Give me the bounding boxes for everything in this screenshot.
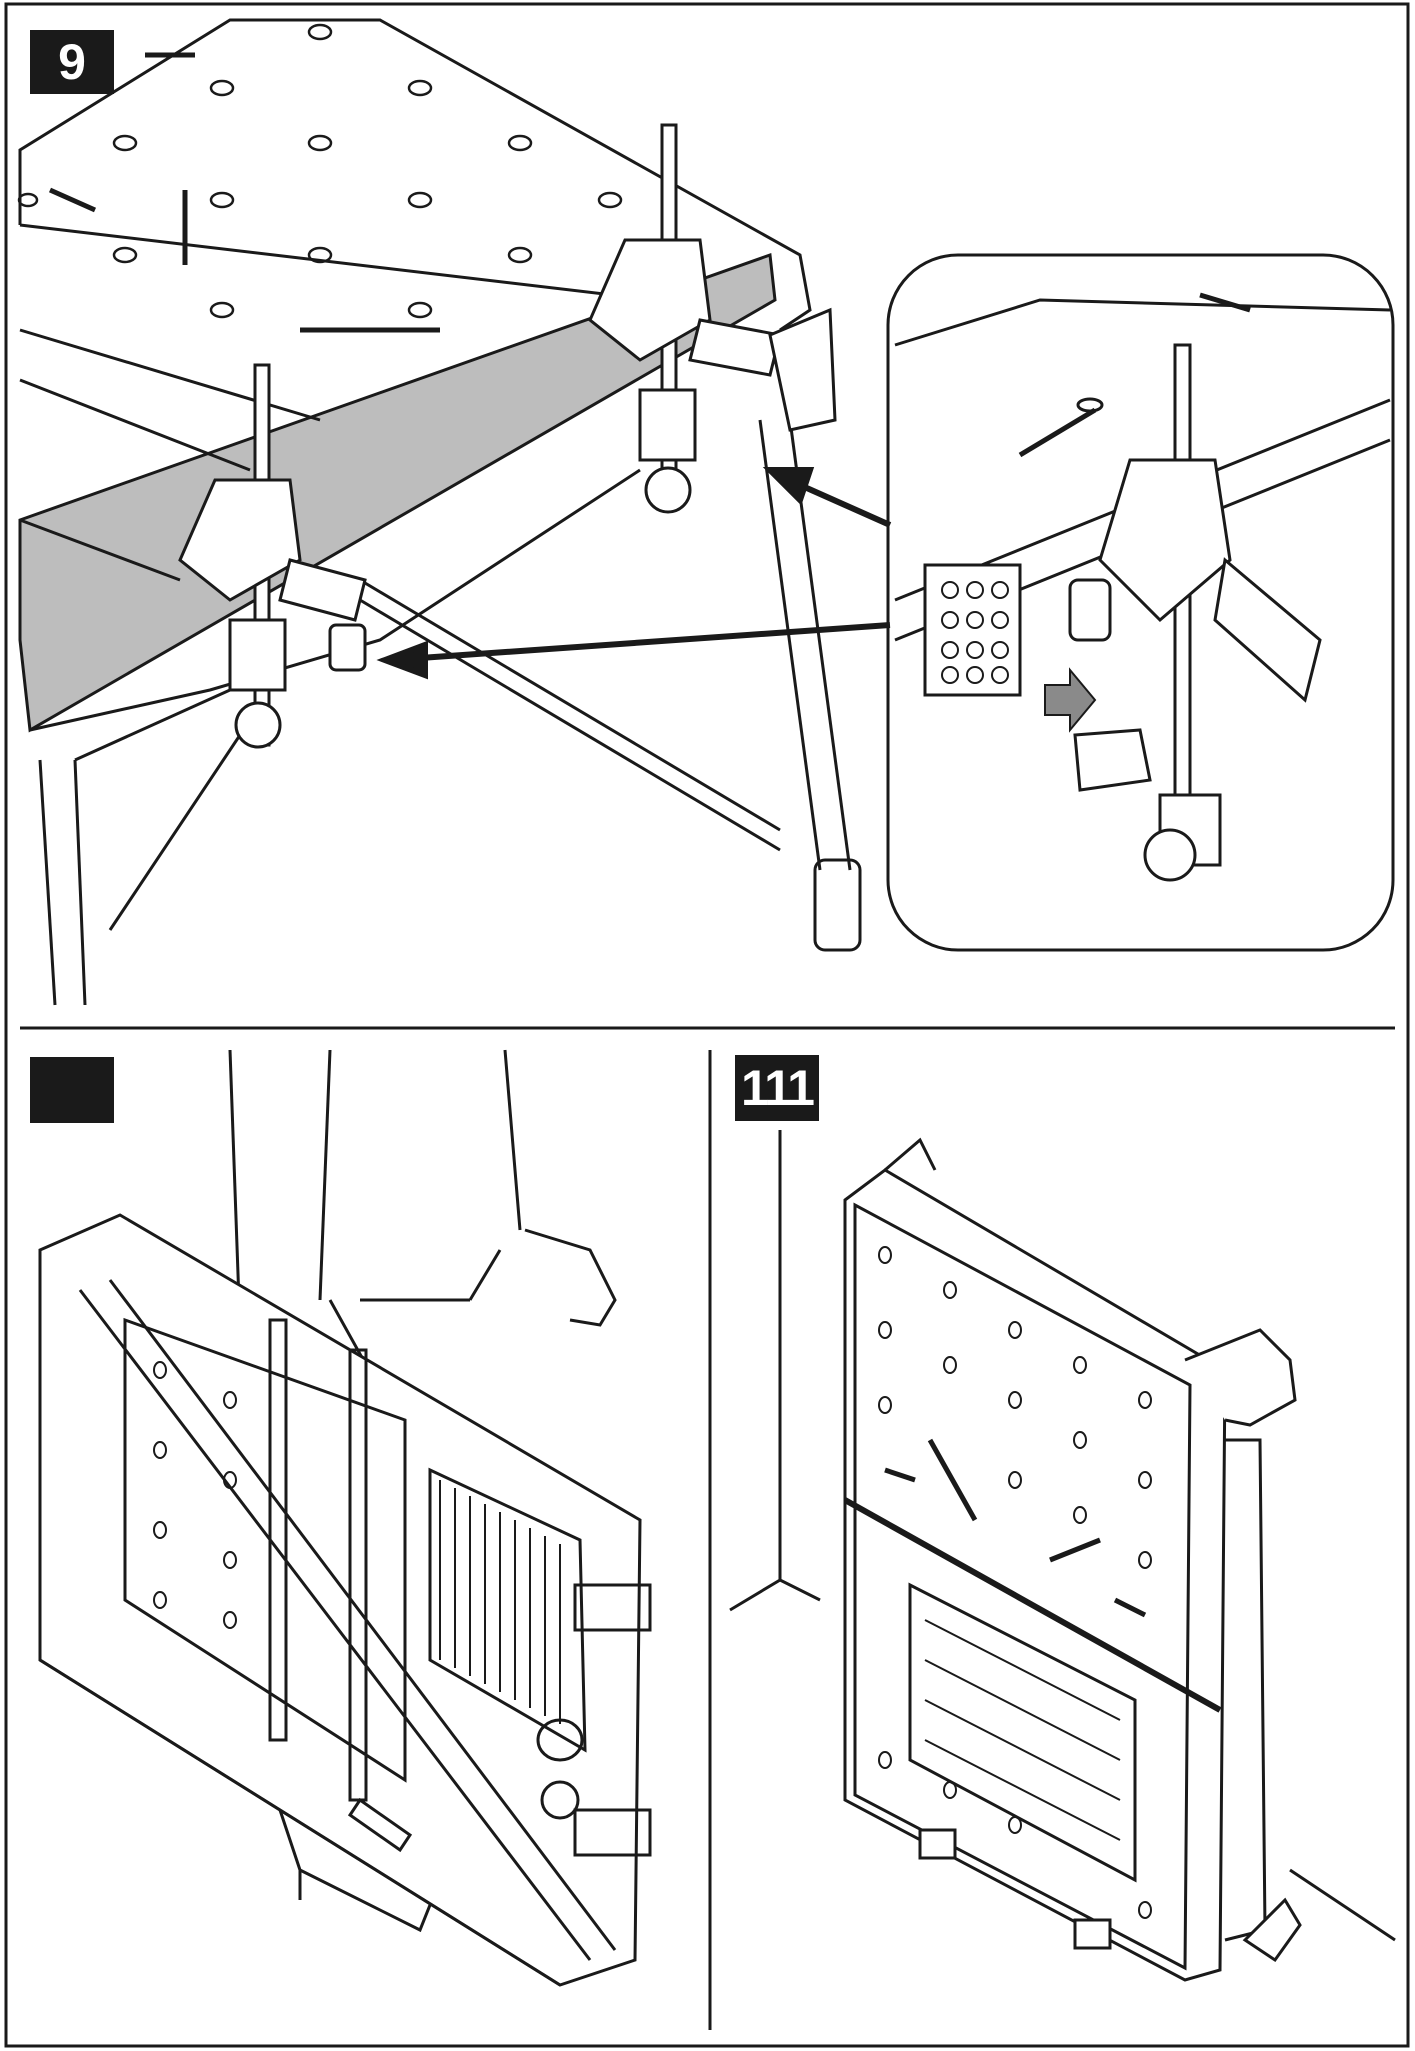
folded-workbench-icon: [729, 1130, 1396, 1982]
arrow-icon: [1044, 667, 1097, 733]
detail-inset: [886, 253, 1395, 952]
figure-label-11: 111: [735, 1055, 819, 1121]
arrow-icon: [376, 467, 892, 680]
bar-clamp-icon: [588, 123, 837, 514]
bar-clamp-icon: [178, 363, 367, 749]
figure-9-workbench-icon: [17, 18, 862, 1006]
figure-label-10: [30, 1057, 114, 1123]
figure-label-9: 9: [30, 30, 114, 94]
clamp-cup: [328, 623, 367, 672]
folded-workbench-icon: [38, 1213, 652, 1987]
page-frame: [4, 2, 1410, 2048]
